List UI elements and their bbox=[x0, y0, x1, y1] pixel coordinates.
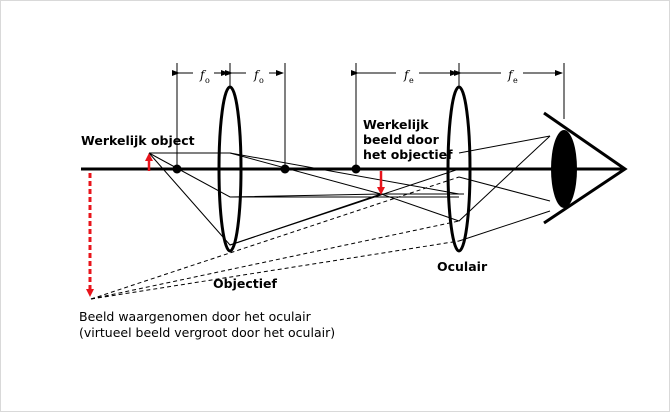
svg-text:e: e bbox=[513, 76, 518, 85]
eye-icon bbox=[543, 111, 628, 225]
eyepiece-lens bbox=[446, 85, 472, 253]
eyepiece-label: Oculair bbox=[437, 259, 488, 274]
focal-point-eyepiece-front bbox=[351, 164, 361, 174]
svg-text:f: f bbox=[253, 68, 261, 82]
svg-text:o: o bbox=[205, 76, 210, 85]
svg-text:f: f bbox=[199, 68, 207, 82]
virtual-rays bbox=[90, 176, 460, 300]
focal-label-fo-2: f o bbox=[253, 68, 264, 85]
light-rays bbox=[148, 135, 551, 246]
objective-label: Objectief bbox=[213, 276, 277, 291]
perceived-image-label-line1: Beeld waargenomen door het oculair bbox=[79, 309, 312, 324]
perceived-image-label-line2: (virtueel beeld vergroot door het oculai… bbox=[79, 325, 335, 340]
objective-lens bbox=[217, 85, 243, 253]
svg-text:o: o bbox=[259, 76, 264, 85]
focal-point-objective-front bbox=[172, 164, 182, 174]
focal-label-fo-1: f o bbox=[199, 68, 210, 85]
focal-label-fe-2: f e bbox=[507, 68, 518, 85]
focal-points bbox=[172, 164, 361, 174]
real-object-label: Werkelijk object bbox=[81, 133, 195, 148]
focal-point-objective-back bbox=[280, 164, 290, 174]
real-image-label-line2: beeld door bbox=[363, 132, 440, 147]
svg-text:f: f bbox=[507, 68, 515, 82]
svg-text:f: f bbox=[403, 68, 411, 82]
svg-text:e: e bbox=[409, 76, 414, 85]
focal-label-fe-1: f e bbox=[403, 68, 414, 85]
real-image-label-line1: Werkelijk bbox=[363, 117, 429, 132]
real-image-label-line3: het objectief bbox=[363, 147, 453, 162]
